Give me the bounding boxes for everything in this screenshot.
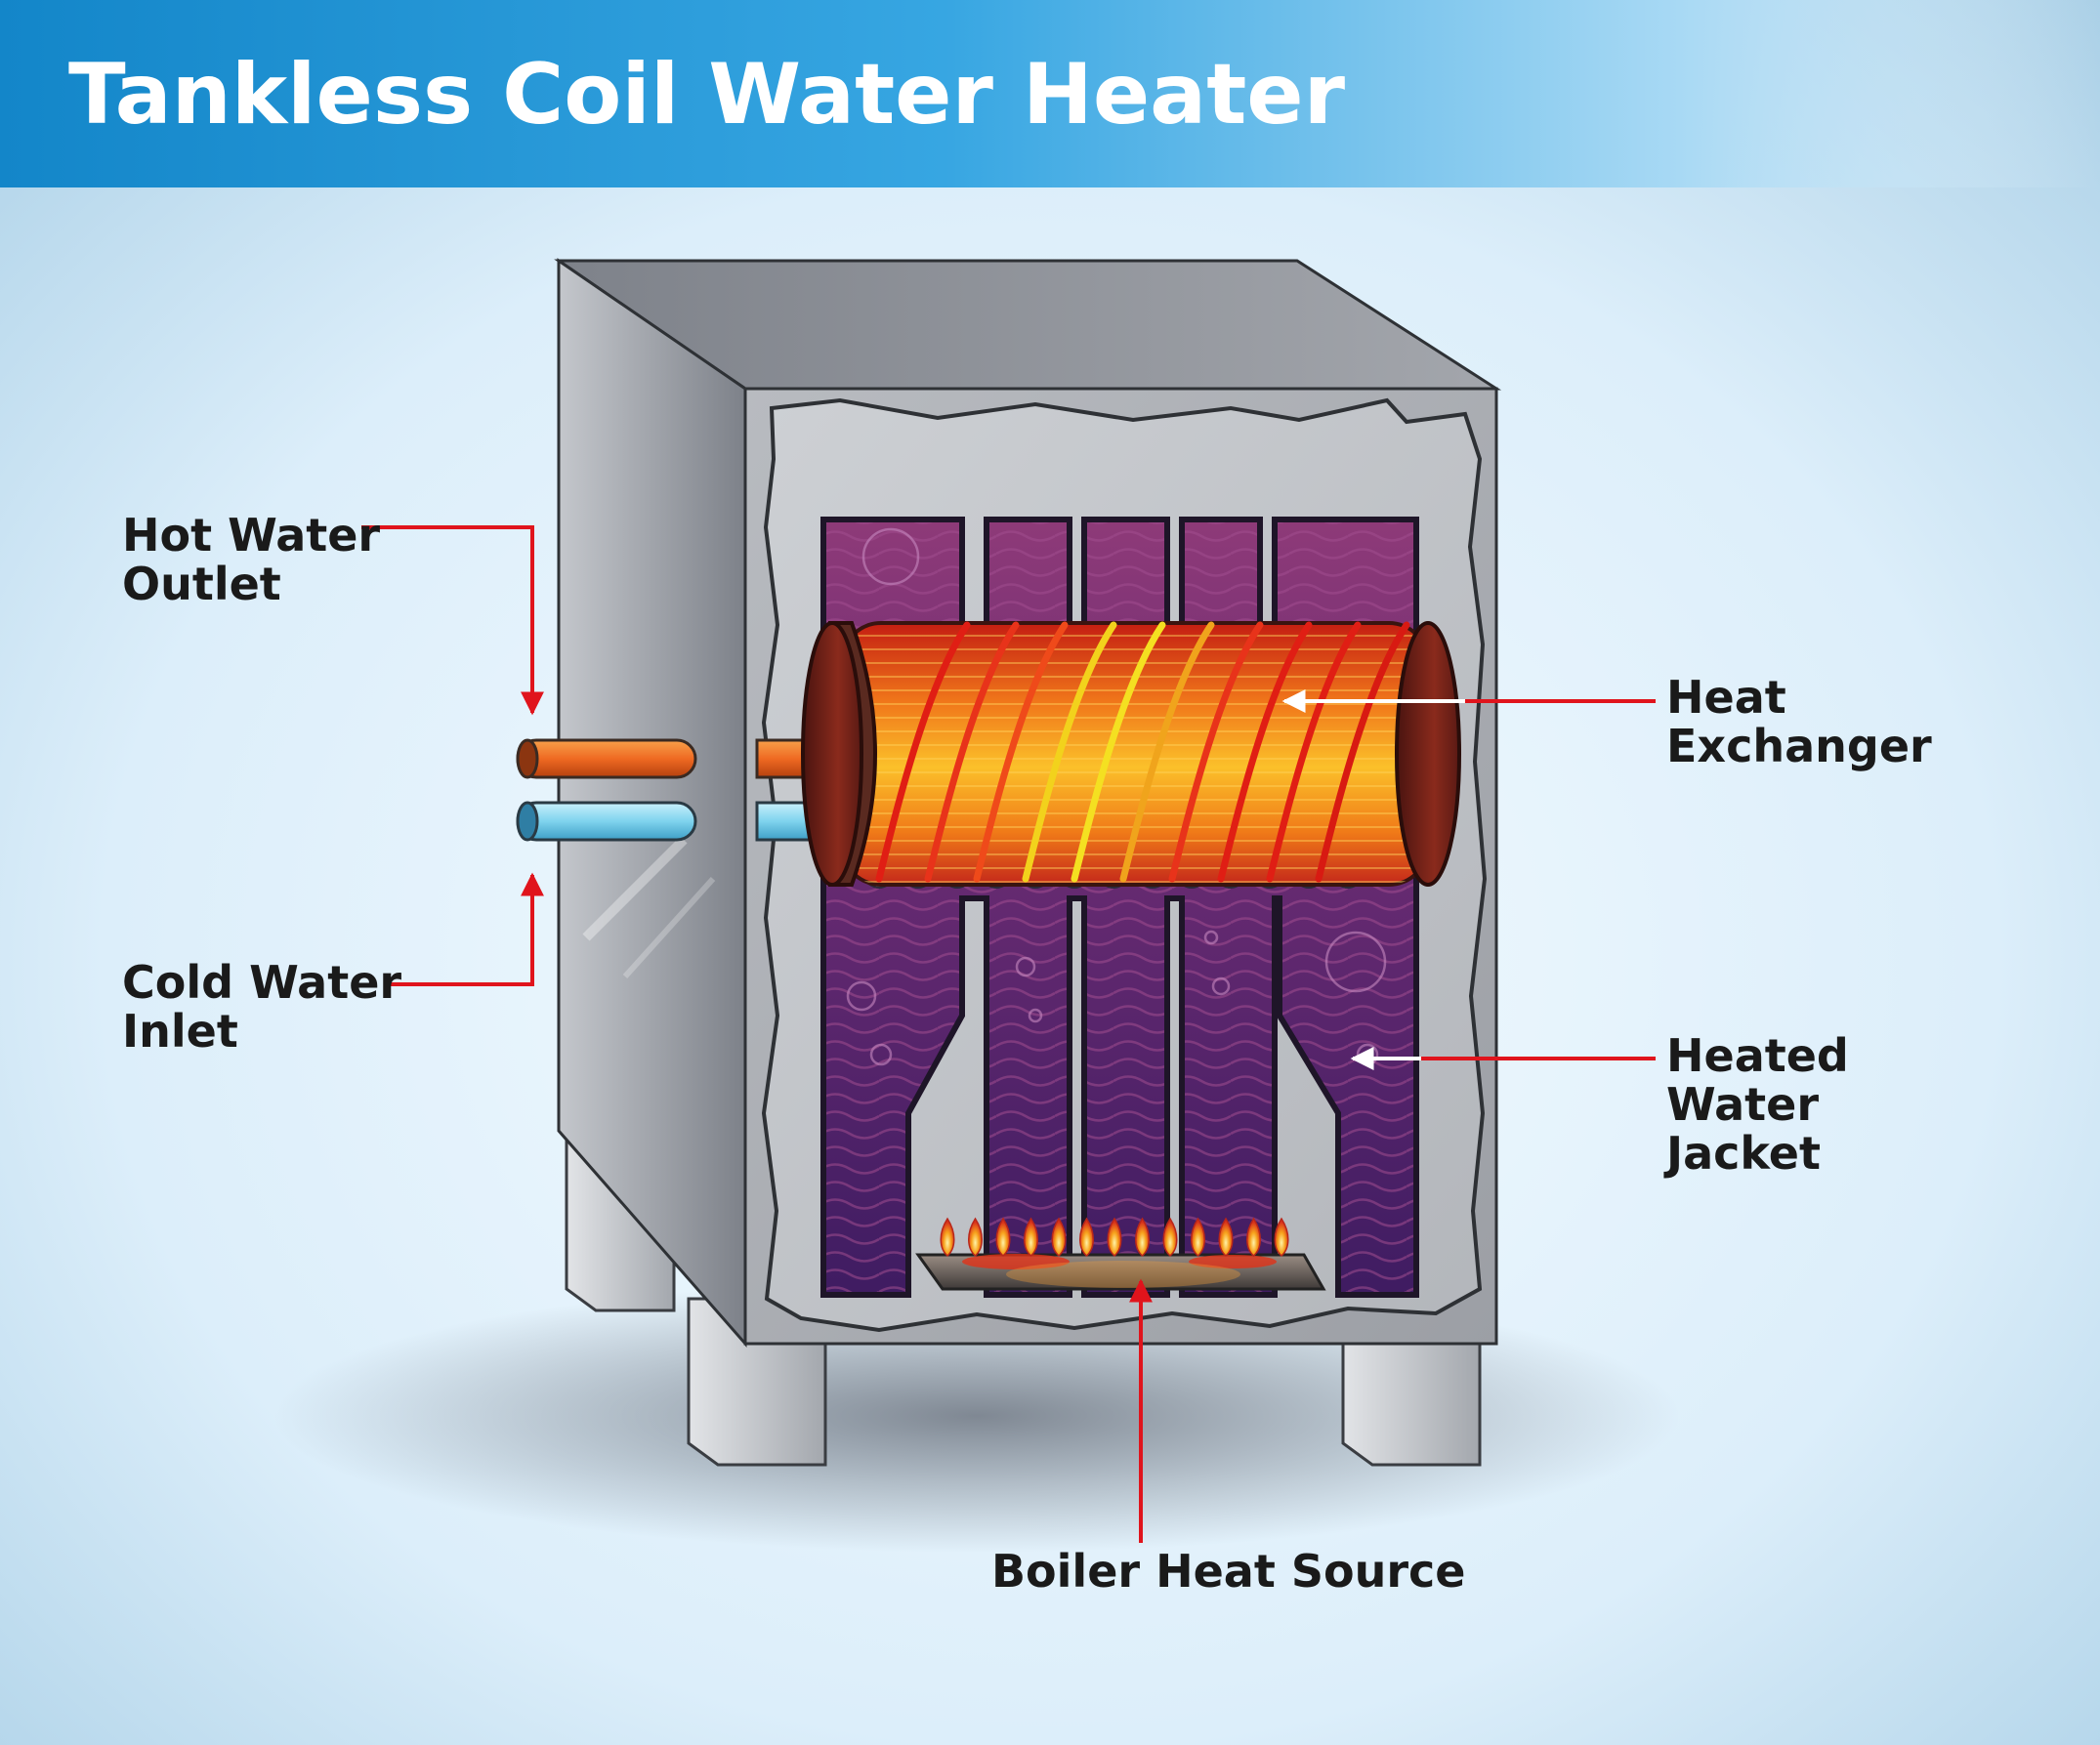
title-bar — [0, 0, 2100, 187]
flame-icon — [1274, 1217, 1289, 1258]
cold-water-inlet-label: Cold Water Inlet — [122, 956, 417, 1058]
hot-water-outlet-line1: Hot Water — [122, 509, 380, 561]
flame-icon — [1246, 1217, 1261, 1258]
flame-icon — [940, 1217, 955, 1258]
hot-water-outlet-label: Hot Water Outlet — [122, 509, 396, 610]
flame-icon — [1218, 1217, 1234, 1258]
cold-water-inlet-leader — [386, 872, 544, 986]
bubbles — [846, 527, 1387, 1066]
cold-water-inlet-line1: Cold Water — [122, 956, 401, 1009]
flame-icon — [1135, 1217, 1150, 1258]
heated-water-jacket-label: Heated Water Jacket — [1663, 1029, 1865, 1180]
pipes — [516, 738, 837, 842]
flame-icon — [1107, 1217, 1122, 1258]
flame-row — [940, 1217, 1289, 1258]
boiler-heat-source-label: Boiler Heat Source — [991, 1545, 1465, 1598]
leader-lines — [361, 525, 1656, 1543]
heated-water-jacket-line3: Jacket — [1663, 1127, 1821, 1180]
cold-water-pipe — [516, 801, 697, 842]
floor-shadow — [273, 1279, 1680, 1553]
heat-exchanger — [801, 621, 1461, 889]
heated-water-jacket-line1: Heated — [1666, 1029, 1849, 1082]
heat-exchanger-label: Heat Exchanger — [1666, 671, 1932, 772]
flame-icon — [1051, 1217, 1067, 1258]
cold-water-inlet-line2: Inlet — [122, 1005, 238, 1058]
flame-icon — [1191, 1217, 1205, 1258]
heat-exchanger-line2: Exchanger — [1666, 720, 1932, 772]
boiler-burner — [915, 1217, 1326, 1291]
flame-icon — [1079, 1217, 1094, 1258]
flame-icon — [995, 1217, 1011, 1258]
heated-water-jacket-line2: Water — [1666, 1078, 1819, 1131]
flame-icon — [1162, 1217, 1178, 1258]
flame-icon — [968, 1217, 983, 1258]
page-title: Tankless Coil Water Heater — [68, 46, 1346, 144]
hot-water-outlet-line2: Outlet — [122, 558, 281, 610]
heat-exchanger-line1: Heat — [1666, 671, 1786, 724]
hot-water-pipe — [516, 738, 697, 779]
flame-icon — [1024, 1217, 1038, 1258]
hot-water-outlet-leader — [361, 525, 544, 716]
